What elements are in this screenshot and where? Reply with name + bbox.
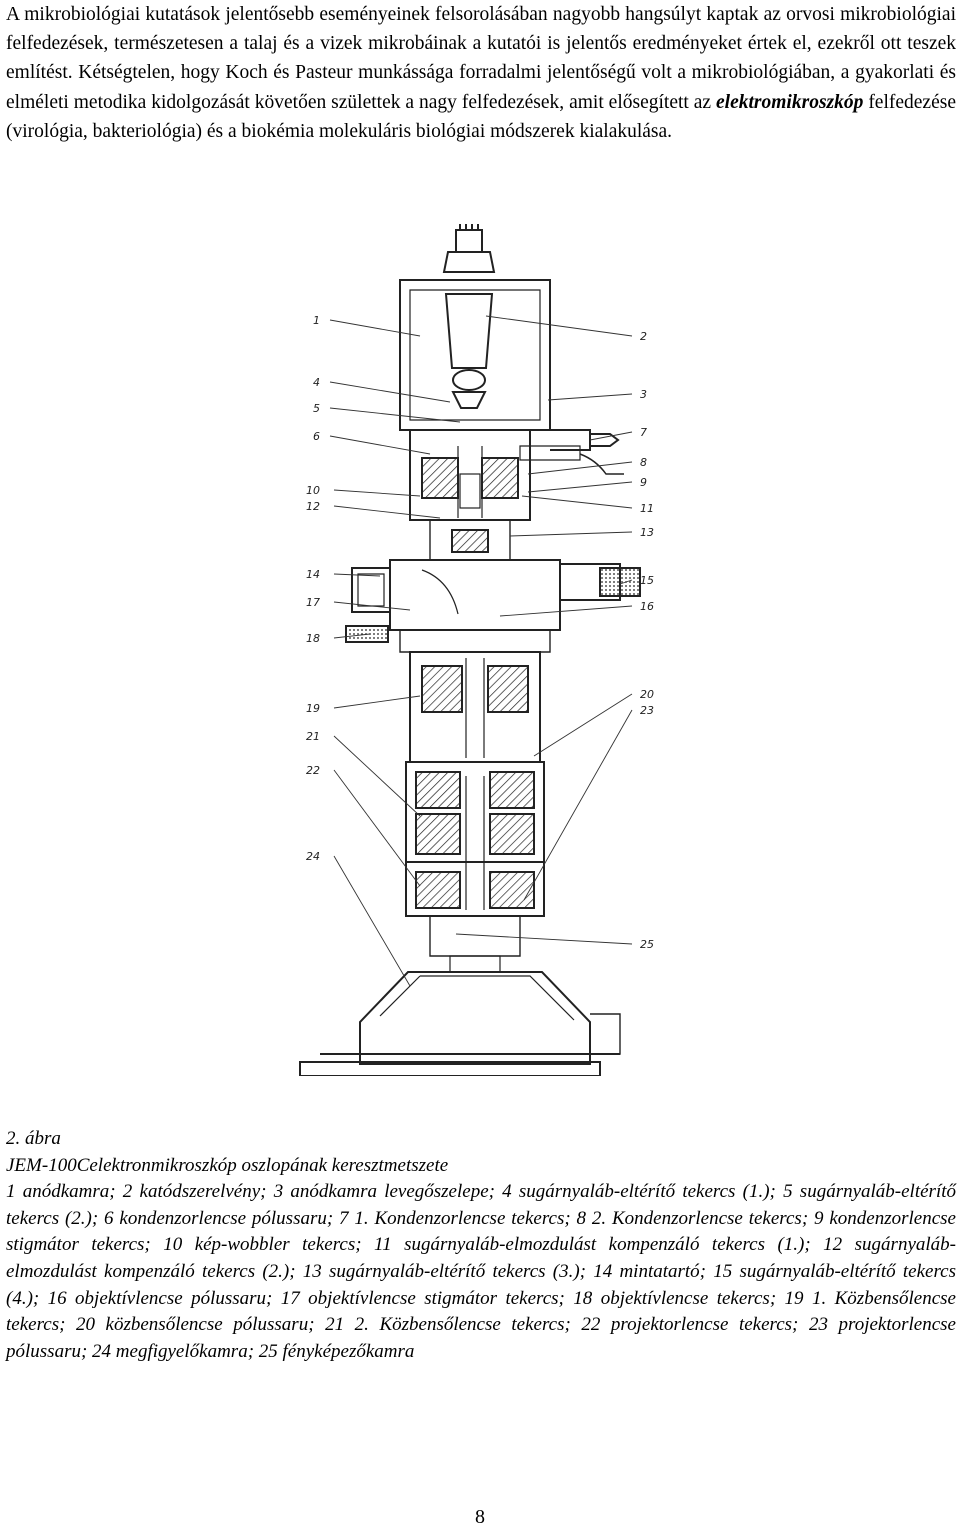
callout-number-right: 23 xyxy=(640,704,654,717)
intro-text-1: A mikrobiológiai kutatások jelentősebb e… xyxy=(6,4,956,113)
condenser-lens-block xyxy=(409,429,531,521)
callout-number-left: 24 xyxy=(306,850,320,863)
callout-number-left: 17 xyxy=(306,596,320,609)
callout-number-left: 18 xyxy=(306,632,320,645)
callout-number-left: 22 xyxy=(306,764,320,777)
callout-number-left: 6 xyxy=(313,430,320,443)
callout-number-right: 7 xyxy=(640,426,647,439)
callout-number-right: 20 xyxy=(640,688,654,701)
callout-number-left: 10 xyxy=(306,484,320,497)
callout-number-left: 19 xyxy=(306,702,320,715)
callout-number-left: 14 xyxy=(306,568,320,581)
specimen-chamber xyxy=(389,559,561,631)
cathode-assembly xyxy=(444,293,494,369)
callout-number-left: 5 xyxy=(313,402,320,415)
figure-title: JEM-100Celektronmikroszkóp oszlopának ke… xyxy=(6,1154,449,1176)
cathode-connector xyxy=(455,229,483,253)
projector-lens-block xyxy=(405,861,545,917)
column-outline xyxy=(299,224,641,1077)
microscope-drawing: 1456101214171819212224237891113151620232… xyxy=(299,224,654,1077)
figure-legend: 1 anódkamra; 2 katódszerelvény; 3 anódka… xyxy=(6,1181,956,1362)
callout-number-left: 21 xyxy=(306,730,320,743)
figure-caption: 2. ábra JEM-100Celektronmikroszkóp oszlo… xyxy=(6,1126,956,1365)
callout-number-right: 2 xyxy=(640,330,647,343)
deflector-arm xyxy=(559,563,621,601)
callout-leader-lines xyxy=(329,315,633,987)
figure-number: 2. ábra xyxy=(6,1128,61,1149)
intro-paragraph: A mikrobiológiai kutatások jelentősebb e… xyxy=(6,0,956,146)
callout-number-right: 15 xyxy=(640,574,654,587)
callout-number-right: 13 xyxy=(640,526,654,539)
callout-number-right: 3 xyxy=(640,388,647,401)
callout-number-left: 4 xyxy=(313,376,320,389)
callout-number-right: 9 xyxy=(640,476,647,489)
viewing-chamber xyxy=(359,971,591,1065)
callout-number-right: 16 xyxy=(640,600,654,613)
callout-number-left: 1 xyxy=(313,314,320,327)
specimen-holder xyxy=(351,567,391,613)
callout-number-right: 11 xyxy=(640,502,654,515)
intro-emphasis: elektromikroszkóp xyxy=(716,91,864,113)
callout-number-left: 12 xyxy=(306,500,320,513)
callout-number-right: 8 xyxy=(640,456,647,469)
intro-text-2: felfedezése (virológia, bakteriológia) é… xyxy=(6,91,956,142)
callout-number-right: 25 xyxy=(640,938,654,951)
cathode-cap xyxy=(442,251,496,273)
page-number: 8 xyxy=(475,1506,485,1528)
